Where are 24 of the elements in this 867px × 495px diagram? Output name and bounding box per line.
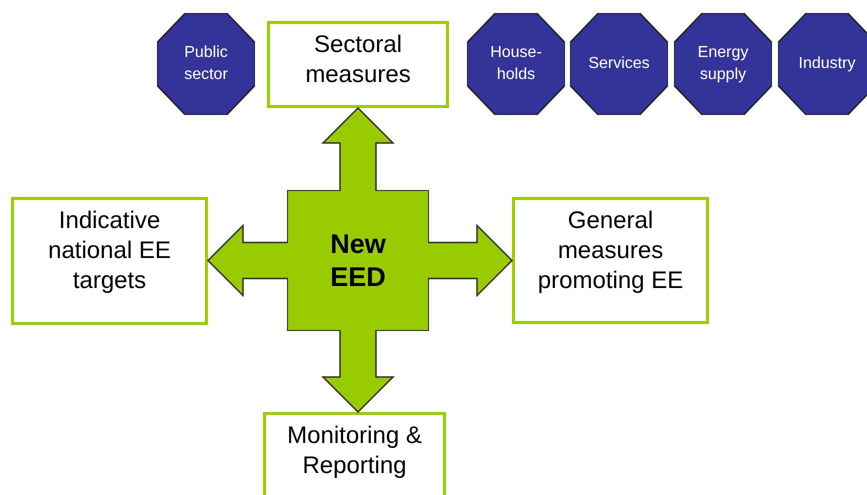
sector-label: Services <box>587 54 651 74</box>
sector-octagon <box>467 13 565 115</box>
measure-box <box>11 197 208 325</box>
block-arrow <box>321 329 395 414</box>
sector-label: Industry <box>798 54 856 74</box>
hub-label: New EED <box>329 228 387 294</box>
sector-label: Public sector <box>183 43 229 85</box>
block-arrow <box>321 106 395 192</box>
sector-octagon <box>778 13 867 115</box>
hub-square <box>287 190 429 331</box>
box-label: Monitoring & Reporting <box>286 421 423 481</box>
measure-box <box>512 197 709 324</box>
sector-octagon <box>570 13 668 115</box>
measure-box <box>263 412 446 495</box>
block-arrow <box>427 224 514 298</box>
sector-label: Energy supply <box>696 43 750 85</box>
sector-octagon <box>157 13 255 115</box>
box-label: Indicative national EE targets <box>47 206 172 296</box>
sector-label: House-holds <box>489 43 543 85</box>
measure-box <box>267 21 449 108</box>
block-arrow <box>206 224 289 298</box>
box-label: Sectoral measures <box>304 30 412 90</box>
sector-octagon <box>674 13 772 115</box>
box-label: General measures promoting EE <box>536 206 684 296</box>
